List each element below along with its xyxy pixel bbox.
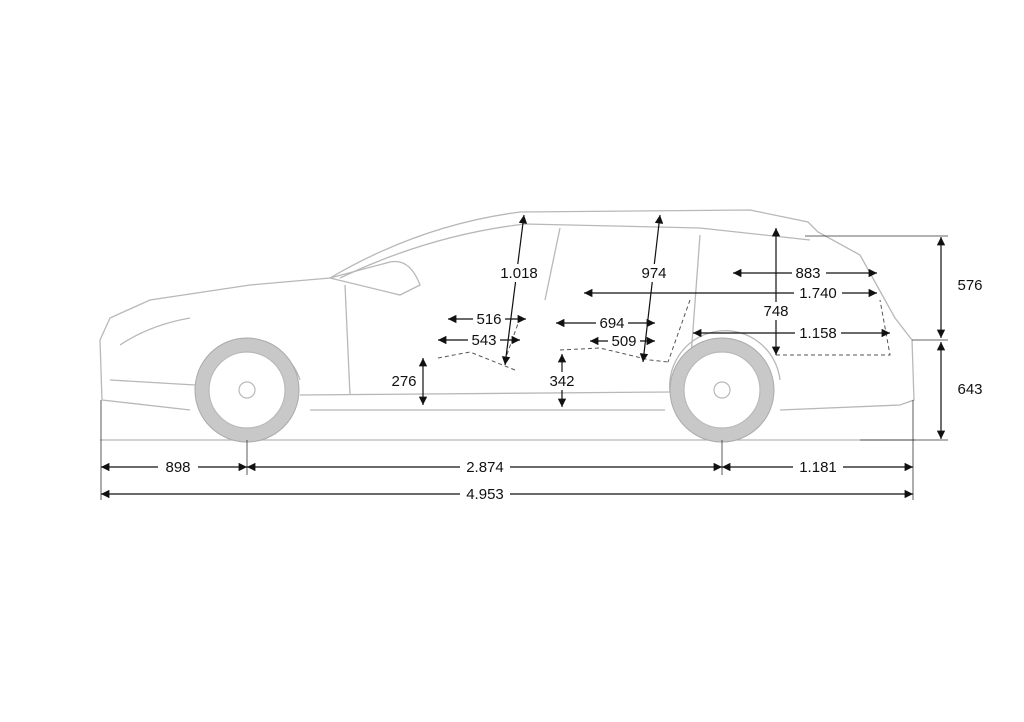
car-side-view bbox=[99, 209, 915, 443]
label-front-seat-depth: 516 bbox=[476, 311, 501, 328]
label-front-headroom: 1.018 bbox=[500, 265, 538, 282]
label-overall-length: 4.953 bbox=[466, 486, 504, 503]
label-rear-legroom: 694 bbox=[599, 315, 624, 332]
label-front-overhang: 898 bbox=[165, 459, 190, 476]
label-rear-seat-height: 342 bbox=[549, 373, 574, 390]
label-lower-height: 643 bbox=[957, 381, 982, 398]
extension-lines bbox=[100, 235, 948, 500]
label-load-height: 748 bbox=[763, 303, 788, 320]
label-load-length-floor: 1.158 bbox=[799, 325, 837, 342]
label-front-cushion: 543 bbox=[471, 332, 496, 349]
label-rear-cushion: 509 bbox=[611, 333, 636, 350]
label-rear-overhang: 1.181 bbox=[799, 459, 837, 476]
front-wheel bbox=[194, 337, 300, 443]
label-wheelbase: 2.874 bbox=[466, 459, 504, 476]
label-rear-headroom: 974 bbox=[641, 265, 666, 282]
label-upper-height: 576 bbox=[957, 277, 982, 294]
label-front-seat-height: 276 bbox=[391, 373, 416, 390]
label-load-length-folded: 1.740 bbox=[799, 285, 837, 302]
label-load-length-top: 883 bbox=[795, 265, 820, 282]
dimension-labels: 898 2.874 1.181 4.953 576 643 1.018 974 … bbox=[158, 264, 983, 503]
rear-wheel bbox=[669, 337, 775, 443]
